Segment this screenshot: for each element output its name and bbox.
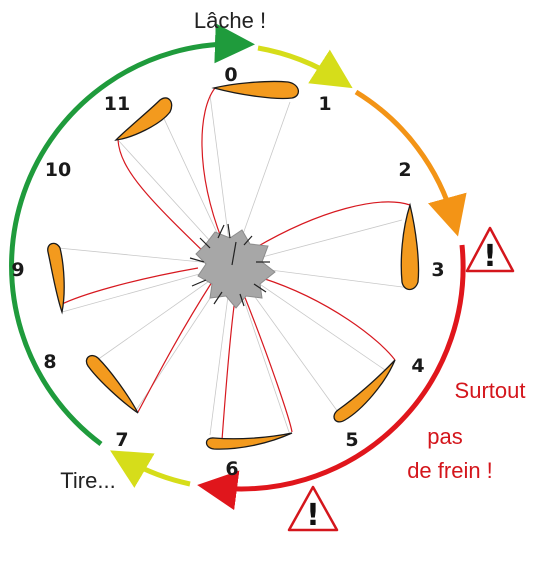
position-label: 7 (115, 429, 128, 451)
position-label: 3 (431, 259, 444, 281)
position-label: 10 (45, 159, 71, 181)
position-label: 0 (224, 64, 237, 86)
cycle-arrows (9, 23, 467, 511)
position-label: 6 (225, 458, 238, 480)
blade-position-3 (400, 202, 420, 291)
pull-caption: Tire... (60, 468, 115, 493)
arrow-green (9, 23, 255, 447)
warning-caption-line3: de frein ! (407, 458, 493, 483)
blade-position-4 (333, 359, 396, 423)
position-label: 8 (43, 351, 56, 373)
control-lines (59, 87, 411, 441)
release-caption: Lâche ! (194, 8, 266, 33)
position-label: 2 (398, 159, 411, 181)
blade-position-9 (47, 242, 65, 315)
warning-triangle-right: ! (465, 226, 515, 274)
blade-position-11 (114, 97, 173, 141)
warning-caption-line1: Surtout (455, 378, 526, 403)
center-hub (189, 223, 276, 309)
position-labels: 0 1 2 3 4 5 6 7 8 9 10 11 (11, 64, 444, 480)
position-label: 1 (318, 93, 331, 115)
warning-mark-right: ! (483, 239, 497, 274)
blade-position-0 (211, 80, 299, 100)
arrow-yellow-bottom (110, 450, 191, 488)
warning-triangle-bottom: ! (287, 485, 339, 533)
position-label: 4 (411, 355, 424, 377)
blade-position-7 (85, 354, 139, 414)
arrow-red (197, 244, 466, 511)
blade-position-6 (205, 432, 293, 450)
position-label: 9 (11, 259, 24, 281)
arrow-orange (354, 89, 467, 237)
blade-positions (47, 80, 420, 450)
position-label: 5 (345, 429, 358, 451)
warning-mark-bottom: ! (306, 498, 320, 533)
arrow-yellow-top (257, 45, 353, 89)
position-label: 11 (104, 93, 130, 115)
warning-caption-line2: pas (427, 424, 462, 449)
